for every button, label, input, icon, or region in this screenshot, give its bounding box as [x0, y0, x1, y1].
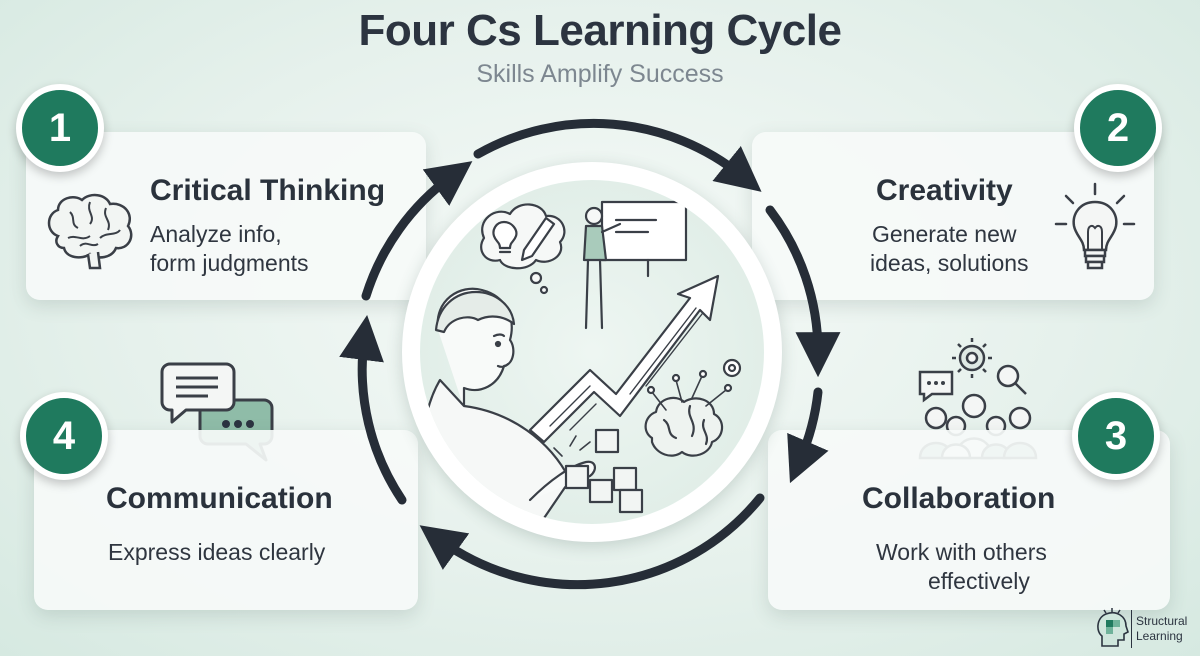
page-title: Four Cs Learning Cycle [358, 6, 842, 55]
card-description-line: effectively [928, 568, 1030, 594]
card-collaboration: Collaboration Work with others effective… [768, 430, 1170, 610]
brain-icon [47, 193, 133, 270]
cycle-arrow-left-lower [339, 314, 407, 505]
card-title: Collaboration [862, 482, 1056, 515]
step-number-badge: 4 [20, 392, 108, 480]
cycle-arrow-right-upper [765, 205, 841, 378]
page-subtitle: Skills Amplify Success [476, 60, 724, 88]
card-description-line: Analyze info, [150, 221, 282, 247]
student-learning-growth-illustration [420, 200, 742, 524]
card-description-line: Generate new [872, 221, 1017, 247]
cycle-arrow-left-upper [361, 161, 473, 301]
step-number-badge: 3 [1072, 392, 1160, 480]
card-title: Creativity [876, 174, 1013, 207]
card-description-line: Express ideas clearly [108, 539, 326, 565]
head-puzzle-icon [1097, 608, 1129, 647]
logo-text-line2: Learning [1136, 629, 1183, 643]
card-description-line: form judgments [150, 250, 309, 276]
card-title: Critical Thinking [150, 174, 386, 207]
lightbulb-icon [1054, 182, 1136, 270]
cycle-arrow-right-lower [787, 387, 829, 484]
cycle-arrow-top [473, 118, 762, 192]
card-communication: Communication Express ideas clearly [34, 430, 418, 610]
card-critical-thinking: Critical Thinking Analyze info, form jud… [26, 132, 426, 300]
card-description-line: ideas, solutions [870, 250, 1029, 276]
step-number-badge: 2 [1074, 84, 1162, 172]
logo-text-line1: Structural [1136, 614, 1188, 628]
card-description-line: Work with others [876, 539, 1047, 565]
card-title: Communication [106, 482, 333, 515]
cycle-arrow-bottom [419, 493, 765, 590]
logo-divider [1131, 610, 1132, 648]
step-number-badge: 1 [16, 84, 104, 172]
